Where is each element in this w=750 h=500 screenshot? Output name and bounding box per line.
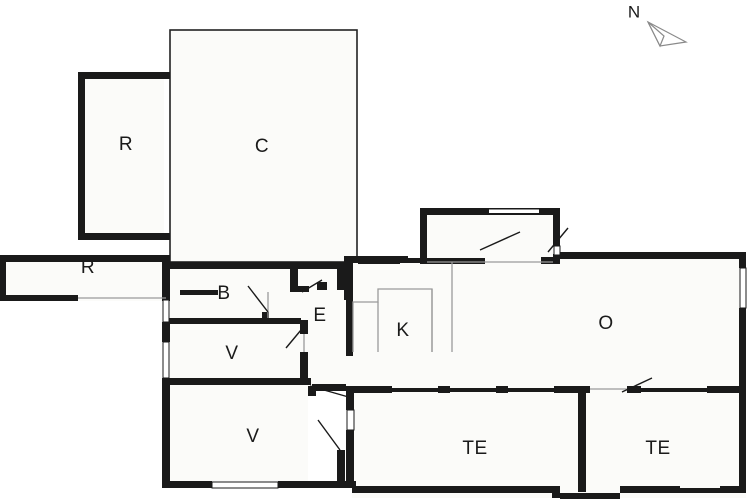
room-label-r-upper: R <box>119 134 133 155</box>
room-label-te-left: TE <box>462 438 487 459</box>
room-label-o: O <box>598 313 613 334</box>
fixture-group <box>78 261 627 390</box>
structural-walls <box>0 72 746 499</box>
room-label-v-upper: V <box>225 343 238 364</box>
room-label-k: K <box>396 320 409 341</box>
room-label-te-right: TE <box>645 438 670 459</box>
room-label-c: C <box>255 136 269 157</box>
room-label-b: B <box>217 283 230 304</box>
room-label-v-lower: V <box>246 426 259 447</box>
floor-fill-group <box>4 30 746 498</box>
window-group <box>162 245 747 489</box>
room-label-group: R R C B E V V K O TE TE <box>81 134 670 459</box>
room-label-e: E <box>313 305 326 326</box>
compass-north-label: N <box>628 2 640 21</box>
room-label-r-lower: R <box>81 257 95 278</box>
door-group <box>247 227 653 451</box>
compass-rose: N <box>628 2 688 48</box>
